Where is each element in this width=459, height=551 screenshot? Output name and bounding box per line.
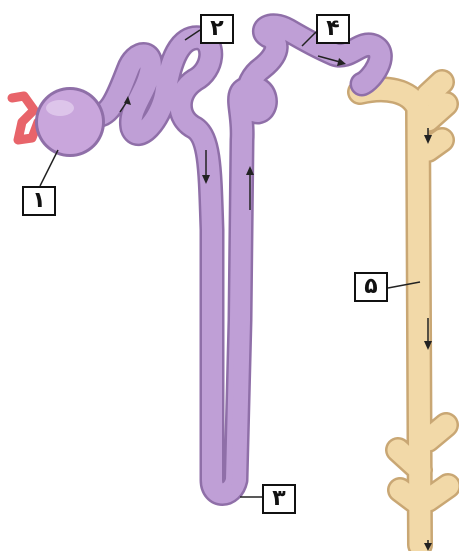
label-5-box: ۵ (354, 272, 388, 302)
label-2-box: ۲ (200, 14, 234, 44)
flow-arrows (120, 56, 432, 551)
bowmans-capsule (35, 87, 105, 157)
label-1-box: ۱ (22, 186, 56, 216)
label-3-box: ۳ (262, 484, 296, 514)
label-4-box: ۴ (316, 14, 350, 44)
collecting-duct (360, 82, 448, 545)
